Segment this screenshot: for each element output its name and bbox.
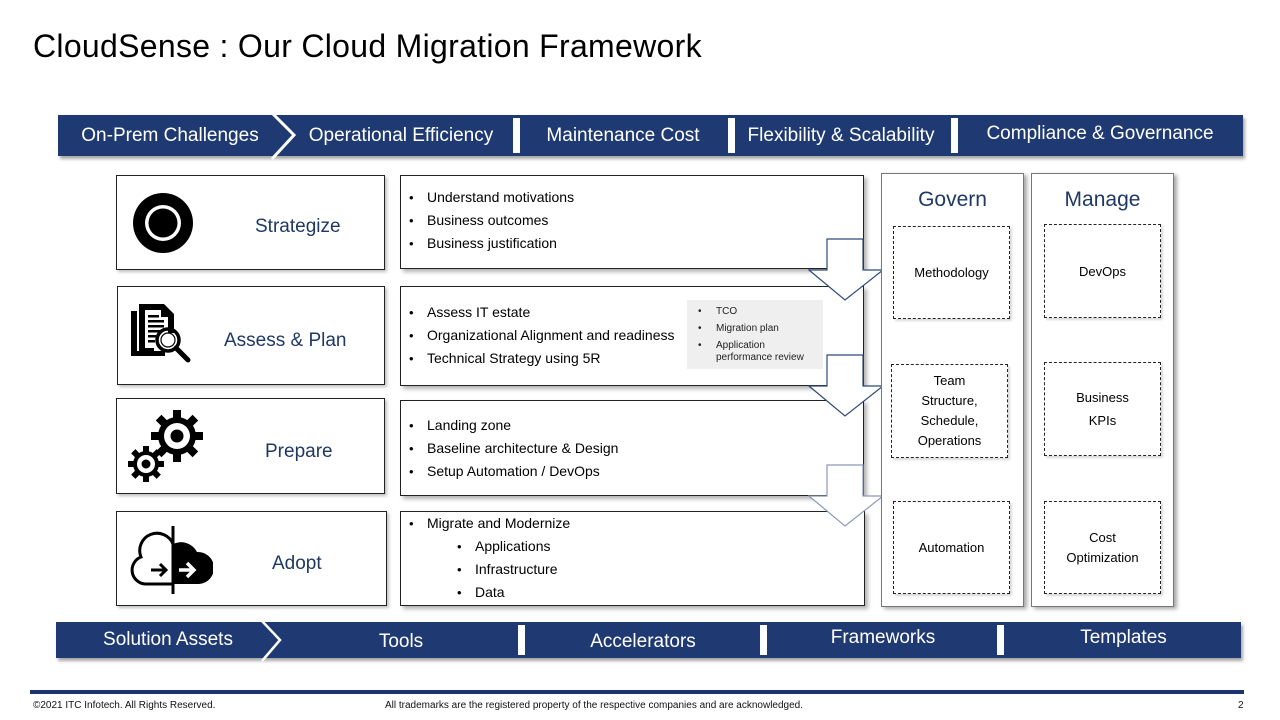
challenge-item: Flexibility & Scalability: [747, 124, 935, 146]
footer-copyright: ©2021 ITC Infotech. All Rights Reserved.: [33, 700, 216, 711]
challenges-bar: On-Prem Challenges Operational Efficienc…: [58, 113, 1243, 161]
down-arrow-icon: [808, 238, 885, 301]
phase-details-strategize: Understand motivations Business outcomes…: [400, 175, 864, 269]
manage-column: Manage DevOps Business KPIs Cost Optimiz…: [1031, 173, 1174, 607]
phase-assess-plan: Assess & Plan: [117, 286, 385, 385]
asset-item: Frameworks: [830, 627, 936, 648]
bullet-item: Organizational Alignment and readiness: [401, 324, 863, 347]
manage-item-label: Cost Optimization: [1066, 529, 1139, 565]
down-arrow-icon: [808, 464, 885, 527]
asset-item: Templates: [1080, 627, 1167, 648]
phase-details-prepare: Landing zone Baseline architecture & Des…: [400, 400, 864, 496]
chevron-right-icon: [261, 621, 282, 662]
govern-item-label: Automation: [918, 539, 985, 555]
down-arrow-icon: [808, 354, 885, 417]
sub-bullet-item: Infrastructure: [401, 558, 864, 581]
bullet-item: Understand motivations: [401, 186, 863, 209]
assess-plan-note: TCO Migration plan Application performan…: [687, 300, 823, 369]
govern-item: Automation: [893, 501, 1010, 594]
challenge-item: Operational Efficiency: [308, 124, 494, 146]
govern-item: Team Structure, Schedule, Operations: [891, 364, 1008, 458]
solution-assets-bar: Solution Assets Tools Accelerators Frame…: [56, 621, 1241, 662]
phase-label: Strategize: [255, 216, 341, 237]
target-icon: [133, 193, 193, 253]
bullet-item: Business justification: [401, 232, 863, 255]
manage-item: DevOps: [1044, 224, 1161, 318]
bullet-item: Assess IT estate: [401, 301, 863, 324]
footer-rule: [30, 690, 1244, 694]
footer-trademark: All trademarks are the registered proper…: [385, 700, 804, 711]
document-search-icon: [131, 304, 191, 363]
divider: [997, 625, 1004, 655]
govern-column: Govern Methodology Team Structure, Sched…: [881, 173, 1024, 607]
manage-item: Business KPIs: [1044, 362, 1161, 456]
gears-icon: [128, 410, 203, 482]
note-item: Application performance review: [687, 340, 823, 364]
phase-details-adopt: Migrate and Modernize Applications Infra…: [400, 511, 865, 606]
govern-item-label: Methodology: [914, 264, 989, 280]
divider: [513, 118, 520, 153]
phase-prepare: Prepare: [116, 398, 385, 494]
asset-item: Tools: [378, 631, 424, 652]
bullet-item: Business outcomes: [401, 209, 863, 232]
manage-title: Manage: [1064, 188, 1141, 211]
phase-label: Assess & Plan: [224, 330, 347, 351]
page-number: 2: [1238, 700, 1244, 711]
bullet-item: Landing zone: [401, 414, 863, 437]
asset-item: Accelerators: [590, 631, 696, 652]
govern-item-label: Team Structure, Schedule, Operations: [917, 373, 982, 448]
phase-label: Adopt: [272, 553, 322, 574]
sub-bullet-item: Data: [401, 581, 864, 604]
divider: [760, 625, 767, 655]
phase-adopt: Adopt: [116, 511, 387, 606]
bullet-item: Setup Automation / DevOps: [401, 460, 863, 483]
challenge-item: Compliance & Governance: [986, 122, 1214, 144]
sub-bullet-item: Applications: [401, 535, 864, 558]
govern-title: Govern: [918, 188, 987, 211]
note-item: TCO: [687, 306, 823, 318]
govern-item: Methodology: [893, 226, 1010, 319]
phase-label: Prepare: [265, 441, 333, 462]
slide-title: CloudSense : Our Cloud Migration Framewo…: [33, 28, 702, 64]
challenge-item: Maintenance Cost: [546, 124, 700, 146]
manage-item-label: DevOps: [1079, 264, 1126, 279]
bullet-item: Technical Strategy using 5R: [401, 347, 863, 370]
chevron-right-icon: [270, 113, 297, 161]
cloud-migrate-icon: [130, 526, 213, 594]
phase-strategize: Strategize: [116, 175, 385, 270]
divider: [951, 118, 958, 153]
divider: [728, 118, 735, 153]
bullet-item: Baseline architecture & Design: [401, 437, 863, 460]
divider: [518, 625, 525, 655]
solution-assets-lead: Solution Assets: [103, 629, 233, 650]
challenges-bar-lead: On-Prem Challenges: [81, 124, 259, 146]
bullet-item: Migrate and Modernize: [401, 512, 864, 535]
manage-item-label: Business KPIs: [1076, 390, 1129, 428]
manage-item: Cost Optimization: [1044, 501, 1161, 594]
note-item: Migration plan: [687, 323, 823, 335]
